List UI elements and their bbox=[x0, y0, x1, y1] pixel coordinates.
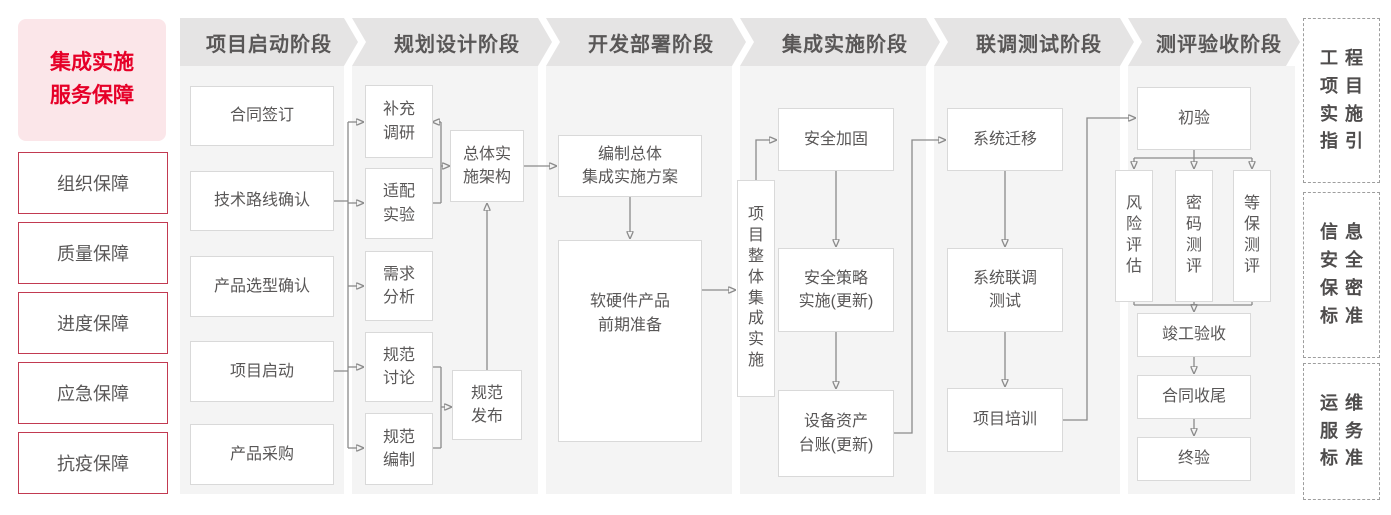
standard-text-column: 维务准 bbox=[1345, 392, 1363, 469]
node-project-kickoff: 项目启动 bbox=[190, 341, 334, 402]
node-overall-integration-plan: 编制总体 集成实施方案 bbox=[558, 135, 702, 197]
guarantee-organization: 组织保障 bbox=[18, 152, 168, 214]
phase-header-planning-design: 规划设计阶段 bbox=[352, 18, 552, 66]
node-requirement-analysis: 需求 分析 bbox=[365, 251, 433, 321]
phase-header-dev-deploy: 开发部署阶段 bbox=[546, 18, 746, 66]
connector-training-to-initial bbox=[1063, 118, 1129, 421]
node-overall-implementation-architecture: 总体实 施架构 bbox=[450, 130, 524, 202]
standard-card-ops-service: 运服标 维务准 bbox=[1303, 363, 1380, 500]
guarantee-quality: 质量保障 bbox=[18, 222, 168, 284]
node-tech-route-confirm: 技术路线确认 bbox=[190, 171, 334, 231]
node-product-procurement: 产品采购 bbox=[190, 424, 334, 485]
node-contract-closure: 合同收尾 bbox=[1137, 375, 1251, 419]
node-asset-ledger: 设备资产 台账(更新) bbox=[778, 390, 894, 477]
phase-header-project-kickoff: 项目启动阶段 bbox=[180, 18, 358, 66]
phase-header-evaluation-acceptance: 测评验收阶段 bbox=[1128, 18, 1300, 66]
connector-integration-to-hardening bbox=[755, 140, 770, 180]
node-mlps-evaluation: 等保测评 bbox=[1233, 170, 1271, 302]
phase-header-label: 项目启动阶段 bbox=[206, 33, 332, 56]
connector-ledger-to-migration bbox=[894, 140, 939, 434]
guarantee-epidemic: 抗疫保障 bbox=[18, 432, 168, 494]
node-adaptation-experiment: 适配 实验 bbox=[365, 168, 433, 239]
phase-header-label: 开发部署阶段 bbox=[588, 33, 714, 56]
node-hw-sw-preparation: 软硬件产品 前期准备 bbox=[558, 240, 702, 442]
standard-card-infosec-confidentiality: 信安保标 息全密准 bbox=[1303, 192, 1380, 358]
guarantee-schedule: 进度保障 bbox=[18, 292, 168, 354]
node-project-training: 项目培训 bbox=[947, 388, 1063, 452]
title-card: 集成实施 服务保障 bbox=[18, 19, 166, 141]
phase-header-label: 集成实施阶段 bbox=[782, 33, 908, 56]
standard-card-project-implementation-guide: 工项实指 程目施引 bbox=[1303, 18, 1380, 183]
node-supplementary-research: 补充 调研 bbox=[365, 85, 433, 158]
node-spec-discussion: 规范 讨论 bbox=[365, 332, 433, 402]
connector-merge bbox=[1133, 302, 1253, 306]
connector-trunk-col1-col2 bbox=[334, 122, 349, 448]
standard-text-column: 运服标 bbox=[1320, 392, 1338, 469]
phase-header-label: 规划设计阶段 bbox=[394, 33, 520, 56]
node-project-overall-integration: 项目整体集成实施 bbox=[737, 180, 775, 397]
node-initial-acceptance: 初验 bbox=[1137, 87, 1251, 150]
connector-bracket-research bbox=[433, 122, 442, 204]
phase-header-label: 联调测试阶段 bbox=[976, 33, 1102, 56]
node-product-selection-confirm: 产品选型确认 bbox=[190, 256, 334, 317]
node-security-policy-implementation: 安全策略 实施(更新) bbox=[778, 248, 894, 332]
phase-header-label: 测评验收阶段 bbox=[1156, 33, 1282, 56]
node-risk-assessment: 风险评估 bbox=[1115, 170, 1153, 302]
node-security-hardening: 安全加固 bbox=[778, 108, 894, 171]
phase-header-joint-test: 联调测试阶段 bbox=[934, 18, 1134, 66]
phase-header-integration: 集成实施阶段 bbox=[740, 18, 940, 66]
node-spec-drafting: 规范 编制 bbox=[365, 413, 433, 485]
standard-text-column: 息全密准 bbox=[1345, 222, 1363, 326]
node-spec-release: 规范 发布 bbox=[452, 370, 522, 440]
node-crypto-evaluation: 密码测评 bbox=[1175, 170, 1213, 302]
standard-text-column: 程目施引 bbox=[1345, 47, 1363, 152]
node-contract-signing: 合同签订 bbox=[190, 86, 334, 146]
node-completion-acceptance: 竣工验收 bbox=[1137, 313, 1251, 357]
guarantee-emergency: 应急保障 bbox=[18, 362, 168, 424]
node-final-acceptance: 终验 bbox=[1137, 437, 1251, 481]
standard-text-column: 信安保标 bbox=[1320, 222, 1338, 326]
connector-bracket-spec bbox=[433, 366, 442, 449]
node-system-joint-debugging: 系统联调 测试 bbox=[947, 248, 1063, 332]
standard-text-column: 工项实指 bbox=[1320, 47, 1338, 152]
node-system-migration: 系统迁移 bbox=[947, 108, 1063, 171]
connector-split bbox=[1134, 150, 1252, 159]
